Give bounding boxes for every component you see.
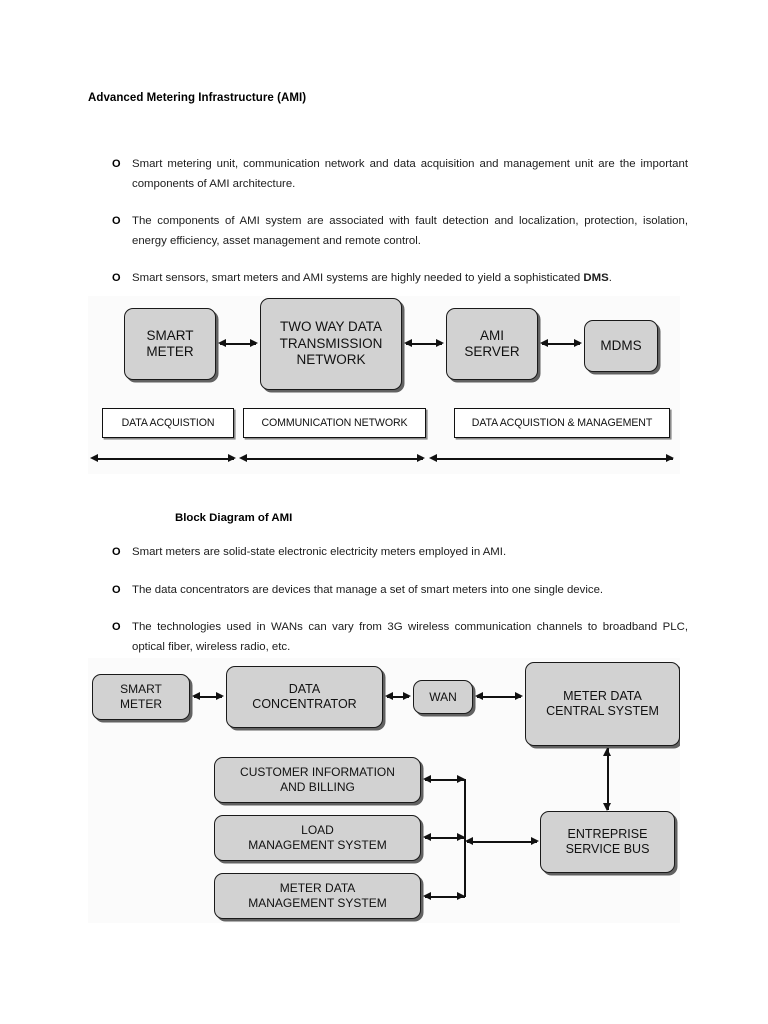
span-arrow-acquisition-management [433,458,673,460]
list-item-text: The technologies used in WANs can vary f… [132,621,688,653]
arrow-right-icon [417,454,425,462]
connector-cib-bus [425,779,465,781]
arrow-right-icon [457,775,465,783]
node-meter-data-central-system: METER DATA CENTRAL SYSTEM [525,662,680,746]
page-title: Advanced Metering Infrastructure (AMI) [88,92,307,104]
list-item-text-after: . [608,272,612,285]
list-item-text-emphasis: DMS [583,272,609,285]
arrow-right-icon [457,892,465,900]
arrow-right-icon [216,692,224,700]
arrow-left-icon [404,339,412,347]
arrow-right-icon [666,454,674,462]
node-entreprise-service-bus: ENTREPRISE SERVICE BUS [540,811,675,873]
node-customer-information-and-billing: CUSTOMER INFORMATION AND BILLING [214,757,421,803]
arrow-left-icon [218,339,226,347]
arrow-left-icon [192,692,200,700]
connector-meter-concentrator [194,696,222,698]
arrow-left-icon [429,454,437,462]
node-meter-data-management-system: METER DATA MANAGEMENT SYSTEM [214,873,421,919]
connector-mdms-bus [425,896,465,898]
arrow-left-icon [423,775,431,783]
arrow-left-icon [475,692,483,700]
bullet-marker-icon: O [112,158,121,170]
arrow-left-icon [423,892,431,900]
label-communication-network: COMMUNICATION NETWORK [243,408,426,438]
diagram-caption: Block Diagram of AMI [175,512,293,524]
arrow-left-icon [239,454,247,462]
connector-bus-esb [467,841,537,843]
node-smart-meter: SMART METER [92,674,190,720]
bullet-marker-icon: O [112,621,121,634]
connector-network-server [406,343,442,345]
node-smart-meter: SMART METER [124,308,216,380]
node-two-way-data-transmission-network: TWO WAY DATA TRANSMISSION NETWORK [260,298,402,390]
arrow-left-icon [423,833,431,841]
list-item: O The data concentrators are devices tha… [88,581,688,601]
list-item-text: The data concentrators are devices that … [132,583,604,596]
connector-concentrator-wan [387,696,409,698]
arrow-left-icon [465,837,473,845]
connector-lms-bus [425,837,465,839]
connector-meter-network [220,343,256,345]
bullet-list-bottom: O Smart meters are solid-state electroni… [88,543,688,673]
arrow-right-icon [531,837,539,845]
list-item: O The components of AMI system are assoc… [88,212,688,251]
list-item-text: The components of AMI system are associa… [132,215,688,247]
list-item: O Smart metering unit, communication net… [88,155,688,194]
arrow-left-icon [90,454,98,462]
bullet-marker-icon: O [112,215,121,228]
arrow-right-icon [228,454,236,462]
arrow-right-icon [436,339,444,347]
node-mdms: MDMS [584,320,658,372]
list-item: O Smart meters are solid-state electroni… [88,543,688,563]
connector-wan-mdcs [477,696,521,698]
node-ami-server: AMI SERVER [446,308,538,380]
list-item-text: Smart meters are solid-state electronic … [132,546,507,558]
list-item-text-before: Smart sensors, smart meters and AMI syst… [132,272,584,285]
arrow-down-icon [603,803,611,811]
list-item: O The technologies used in WANs can vary… [88,618,688,657]
ami-architecture-diagram: SMART METER DATA CONCENTRATOR WAN METER … [88,658,680,923]
arrow-right-icon [403,692,411,700]
arrow-right-icon [250,339,258,347]
arrow-left-icon [385,692,393,700]
node-wan: WAN [413,680,473,714]
span-arrow-communication [243,458,423,460]
node-load-management-system: LOAD MANAGEMENT SYSTEM [214,815,421,861]
arrow-up-icon [603,748,611,756]
node-data-concentrator: DATA CONCENTRATOR [226,666,383,728]
label-data-acquistion-management: DATA ACQUISTION & MANAGEMENT [454,408,670,438]
bullet-list-top: O Smart metering unit, communication net… [88,155,688,305]
bullet-marker-icon: O [112,272,121,285]
list-item: O Smart sensors, smart meters and AMI sy… [88,269,688,289]
arrow-right-icon [574,339,582,347]
bullet-marker-icon: O [112,546,121,558]
arrow-left-icon [540,339,548,347]
connector-mdcs-esb [607,748,609,810]
bullet-marker-icon: O [112,583,121,596]
list-item-text: Smart metering unit, communication netwo… [132,158,688,190]
connector-server-mdms [542,343,580,345]
block-diagram-ami: SMART METER TWO WAY DATA TRANSMISSION NE… [88,296,680,474]
arrow-right-icon [457,833,465,841]
arrow-right-icon [515,692,523,700]
label-data-acquistion: DATA ACQUISTION [102,408,234,438]
span-arrow-acquisition [94,458,234,460]
